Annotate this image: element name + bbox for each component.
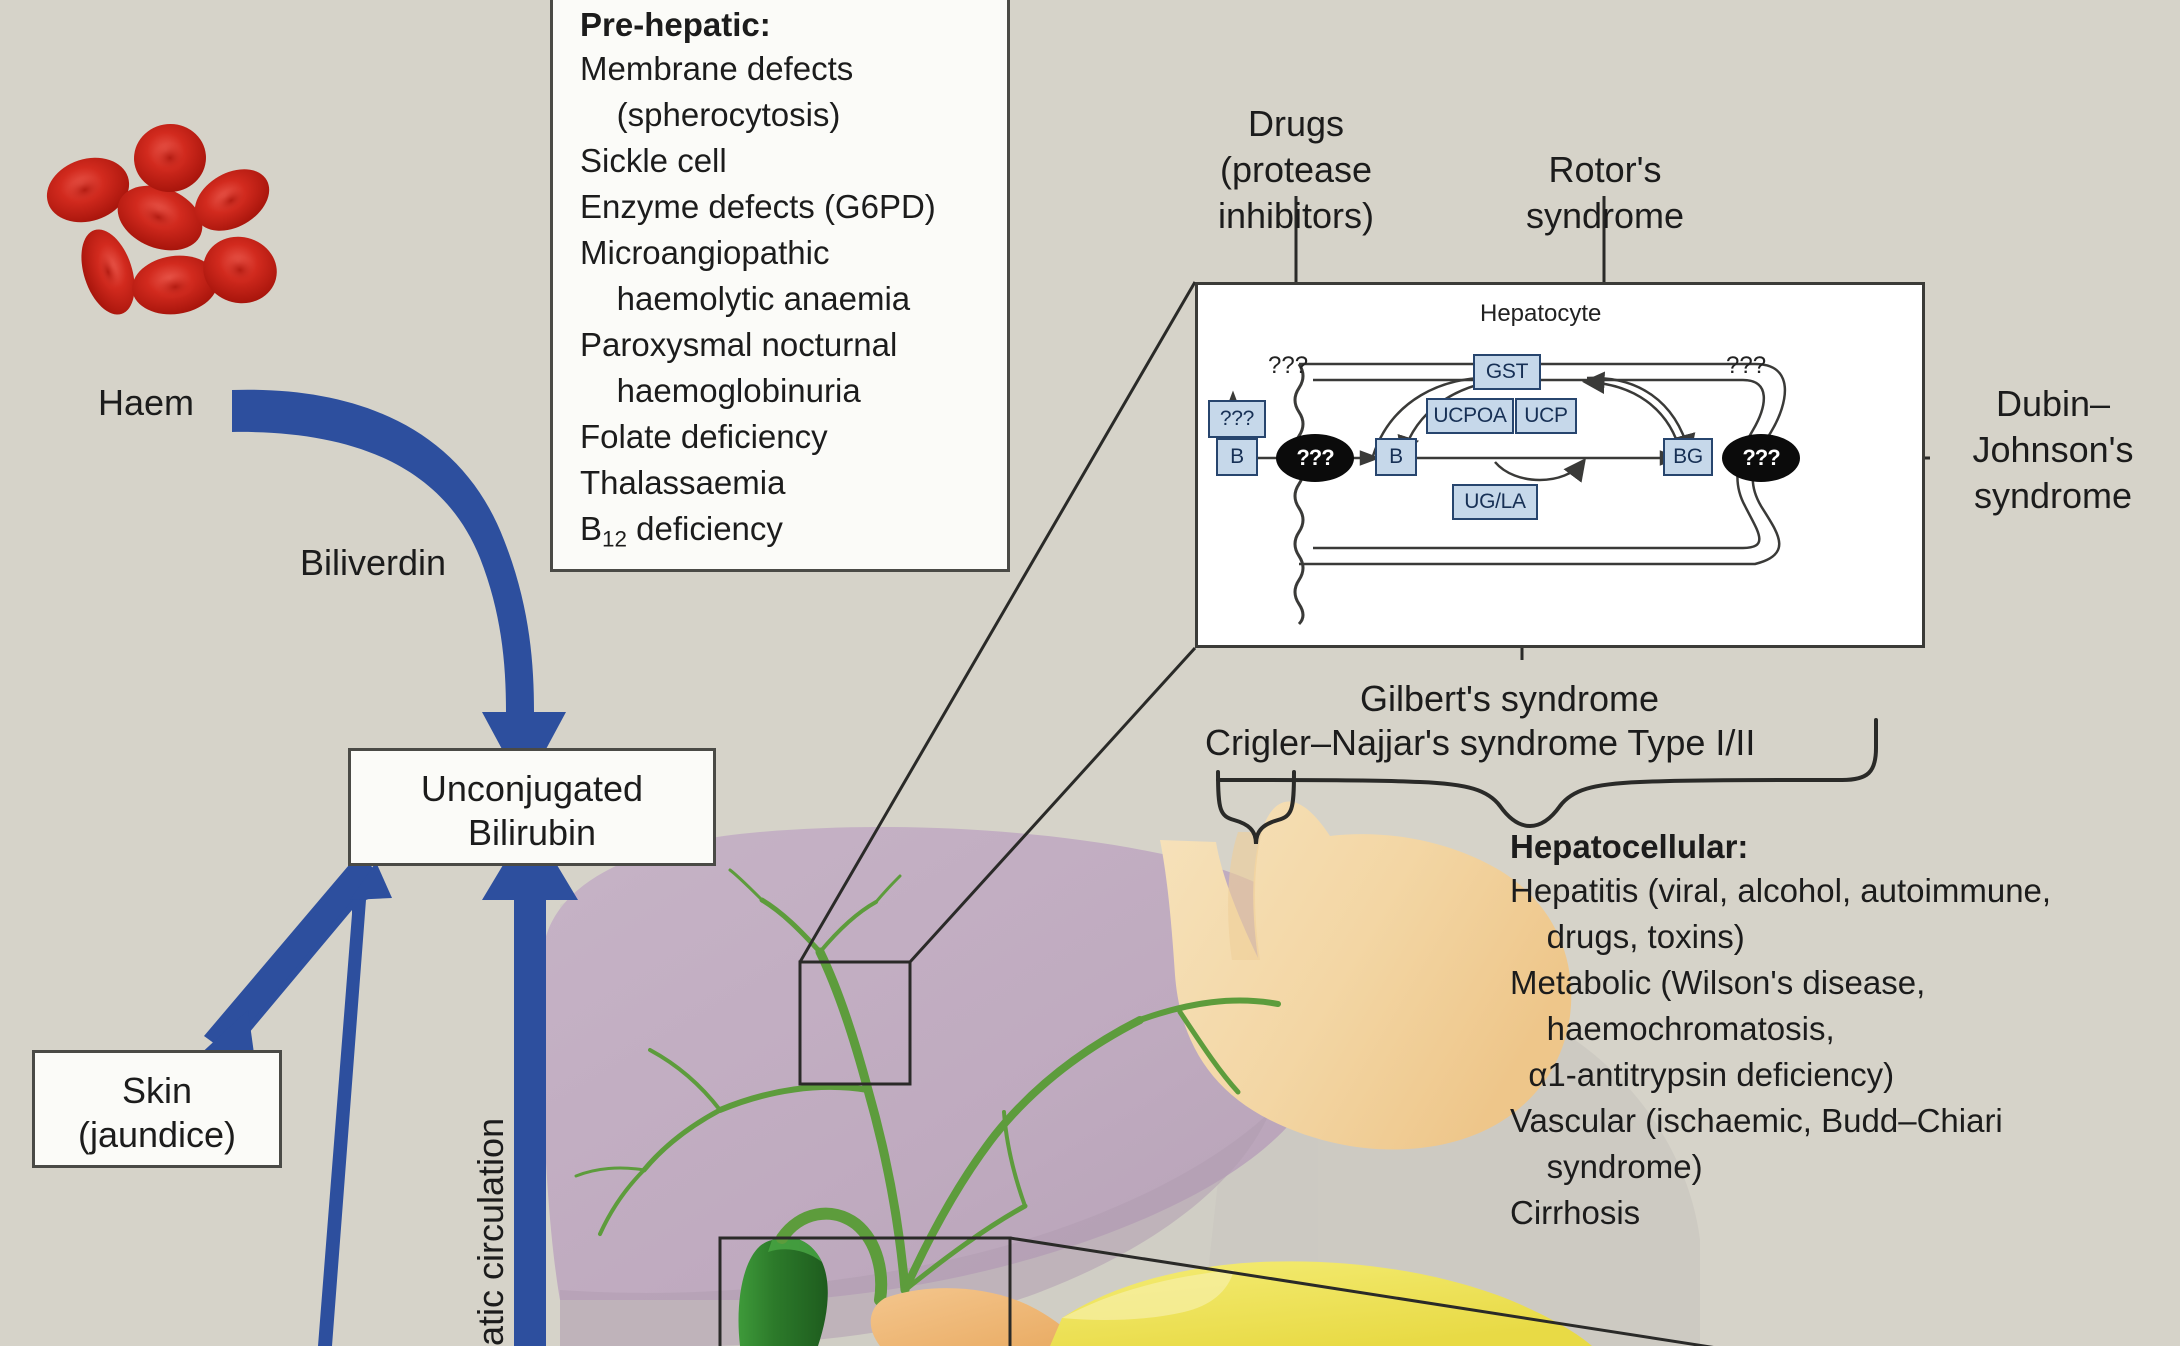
- prehepatic-item-b12: B12 deficiency: [580, 510, 783, 552]
- gallbladder-zoom-rect: [718, 1236, 1012, 1346]
- liver-zoom-rect: [798, 960, 912, 1086]
- skin-label-line1: Skin: [121, 1070, 193, 1111]
- prehepatic-item-4: Microangiopathic: [580, 234, 830, 271]
- arrow-enterohepatic-up: [482, 820, 578, 1346]
- unconjugated-bilirubin-line1: Unconjugated: [420, 768, 644, 809]
- hepatocellular-item-7: Cirrhosis: [1510, 1194, 1641, 1231]
- b12-prefix: B: [580, 510, 603, 547]
- rotors-label-line2: syndrome: [1525, 195, 1685, 236]
- stomach-shape: [1160, 801, 1572, 1150]
- drugs-label-line3: inhibitors): [1217, 195, 1375, 236]
- cellbox-b-mid: B: [1375, 438, 1417, 476]
- prehepatic-item-6: Paroxysmal nocturnal: [580, 326, 898, 363]
- hepatocellular-item-6: syndrome): [1510, 1148, 1703, 1185]
- hepatocyte-title: Hepatocyte: [1480, 300, 1602, 327]
- cellbox-ucp: UCP: [1515, 398, 1577, 434]
- gallbladder-shape: [738, 1207, 888, 1346]
- cellbox-ucpoa: UCPOA: [1426, 398, 1514, 434]
- prehepatic-item-7: haemoglobinuria: [580, 372, 861, 409]
- dubin-johnson-line3: syndrome: [1973, 475, 2133, 516]
- duodenum-shape: [870, 1288, 1084, 1346]
- skin-label-line2: (jaundice): [77, 1114, 237, 1155]
- pancreas-shape: [1050, 1261, 1592, 1346]
- hepatocellular-item-1: drugs, toxins): [1510, 918, 1745, 955]
- prehepatic-item-3: Enzyme defects (G6PD): [580, 188, 936, 225]
- zoom-leader-right: [908, 646, 1197, 964]
- biliverdin-label: Biliverdin: [300, 542, 447, 583]
- lower-zoom-leader: [1009, 1236, 1715, 1346]
- prehepatic-item-2: Sickle cell: [580, 142, 727, 179]
- crigler-najjar-label: Crigler–Najjar's syndrome Type I/II: [1205, 722, 1756, 763]
- cellbox-ugla: UG/LA: [1452, 484, 1538, 520]
- prehepatic-item-8: Folate deficiency: [580, 418, 828, 455]
- b12-suffix: deficiency: [626, 510, 783, 547]
- hepatocyte-q-right: ???: [1726, 352, 1767, 379]
- cellbox-gst: GST: [1473, 354, 1541, 390]
- prehepatic-box: [550, 0, 1010, 572]
- drugs-label-line1: Drugs: [1247, 103, 1345, 144]
- hepatocyte-q-left: ???: [1268, 352, 1309, 379]
- cellbox-b-left: B: [1216, 438, 1258, 476]
- prehepatic-item-0: Membrane defects: [580, 50, 854, 87]
- prehepatic-title: Pre-hepatic:: [580, 6, 771, 43]
- gilbert-syndrome-label: Gilbert's syndrome: [1360, 678, 1659, 719]
- skin-jaundice-box: [32, 1050, 282, 1168]
- rotors-label-line1: Rotor's: [1548, 149, 1662, 190]
- zoom-leader-left: [798, 281, 1197, 963]
- hepatocellular-item-0: Hepatitis (viral, alcohol, autoimmune,: [1510, 872, 2052, 909]
- prehepatic-item-1: (spherocytosis): [580, 96, 841, 133]
- red-blood-cells: [46, 123, 277, 315]
- prehepatic-item-9: Thalassaemia: [580, 464, 786, 501]
- hepatocellular-item-5: Vascular (ischaemic, Budd–Chiari: [1510, 1102, 2003, 1139]
- arrow-haem-to-unconjugated: [232, 389, 566, 790]
- transporter-ellipse-left: ???: [1276, 434, 1354, 482]
- hepatocellular-item-2: Metabolic (Wilson's disease,: [1510, 964, 1926, 1001]
- cellbox-q: ???: [1208, 400, 1266, 438]
- enterohepatic-circulation-label: atic circulation: [470, 1117, 511, 1346]
- transporter-ellipse-right: ???: [1722, 434, 1800, 482]
- hepatocellular-item-4: α1-antitrypsin deficiency): [1510, 1056, 1895, 1093]
- cellbox-bg: BG: [1663, 438, 1713, 476]
- prehepatic-item-5: haemolytic anaemia: [580, 280, 911, 317]
- b12-subscript: 12: [602, 526, 627, 552]
- unconjugated-bilirubin-box: [348, 748, 716, 866]
- unconjugated-bilirubin-line2: Bilirubin: [467, 812, 597, 853]
- dubin-johnson-line2: Johnson's: [1972, 429, 2134, 470]
- hepatocellular-item-3: haemochromatosis,: [1510, 1010, 1835, 1047]
- hepatocellular-title: Hepatocellular:: [1510, 828, 1749, 865]
- haem-label: Haem: [98, 382, 195, 423]
- brace-hepatocellular: [1216, 770, 1296, 845]
- biliary-tree: [574, 868, 1281, 1295]
- drugs-label-line2: (protease: [1219, 149, 1373, 190]
- dubin-johnson-line1: Dubin–: [1995, 383, 2111, 424]
